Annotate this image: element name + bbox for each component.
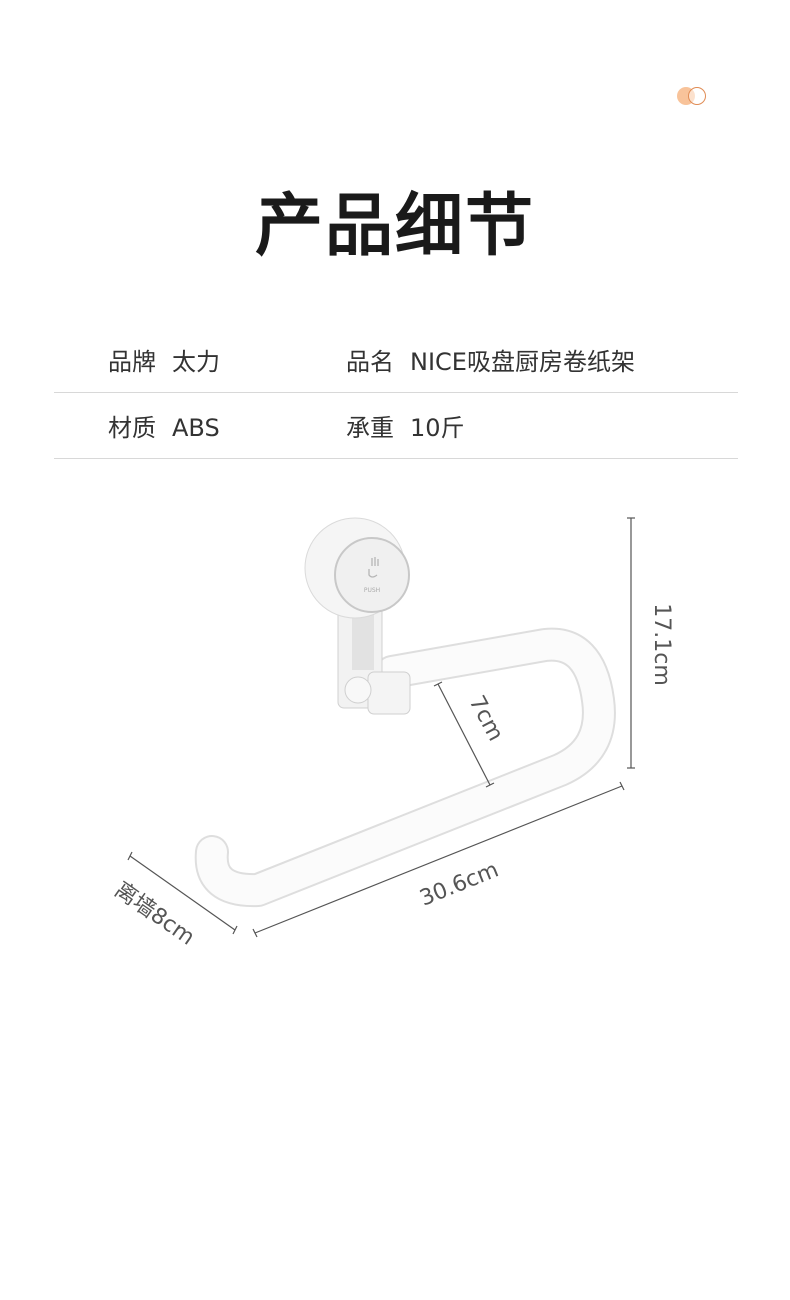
spec-material: 材质 ABS xyxy=(108,408,220,443)
spec-label: 承重 xyxy=(346,414,394,442)
spec-row: 材质 ABS 承重 10斤 xyxy=(54,392,738,459)
spec-label: 品牌 xyxy=(108,348,156,376)
push-label: PUSH xyxy=(364,587,380,594)
outline-circle-icon xyxy=(688,87,706,105)
spec-value: ABS xyxy=(172,414,220,442)
spec-value: 太力 xyxy=(172,348,220,376)
hand-icon xyxy=(368,557,379,578)
spec-label: 材质 xyxy=(108,414,156,442)
spec-label: 品名 xyxy=(346,348,394,376)
page-title: 产品细节 xyxy=(254,187,535,266)
spec-load: 承重 10斤 xyxy=(346,408,465,443)
spec-value: NICE吸盘厨房卷纸架 xyxy=(410,348,635,376)
spec-row: 品牌太力 品名 NICE吸盘厨房卷纸架 xyxy=(54,326,738,393)
spec-brand: 品牌太力 xyxy=(108,342,220,377)
decorative-dots-icon xyxy=(677,87,711,107)
spec-value: 10斤 xyxy=(410,414,465,442)
height-dimension: 17.1cm xyxy=(648,603,674,686)
spec-product-name: 品名 NICE吸盘厨房卷纸架 xyxy=(346,342,635,377)
